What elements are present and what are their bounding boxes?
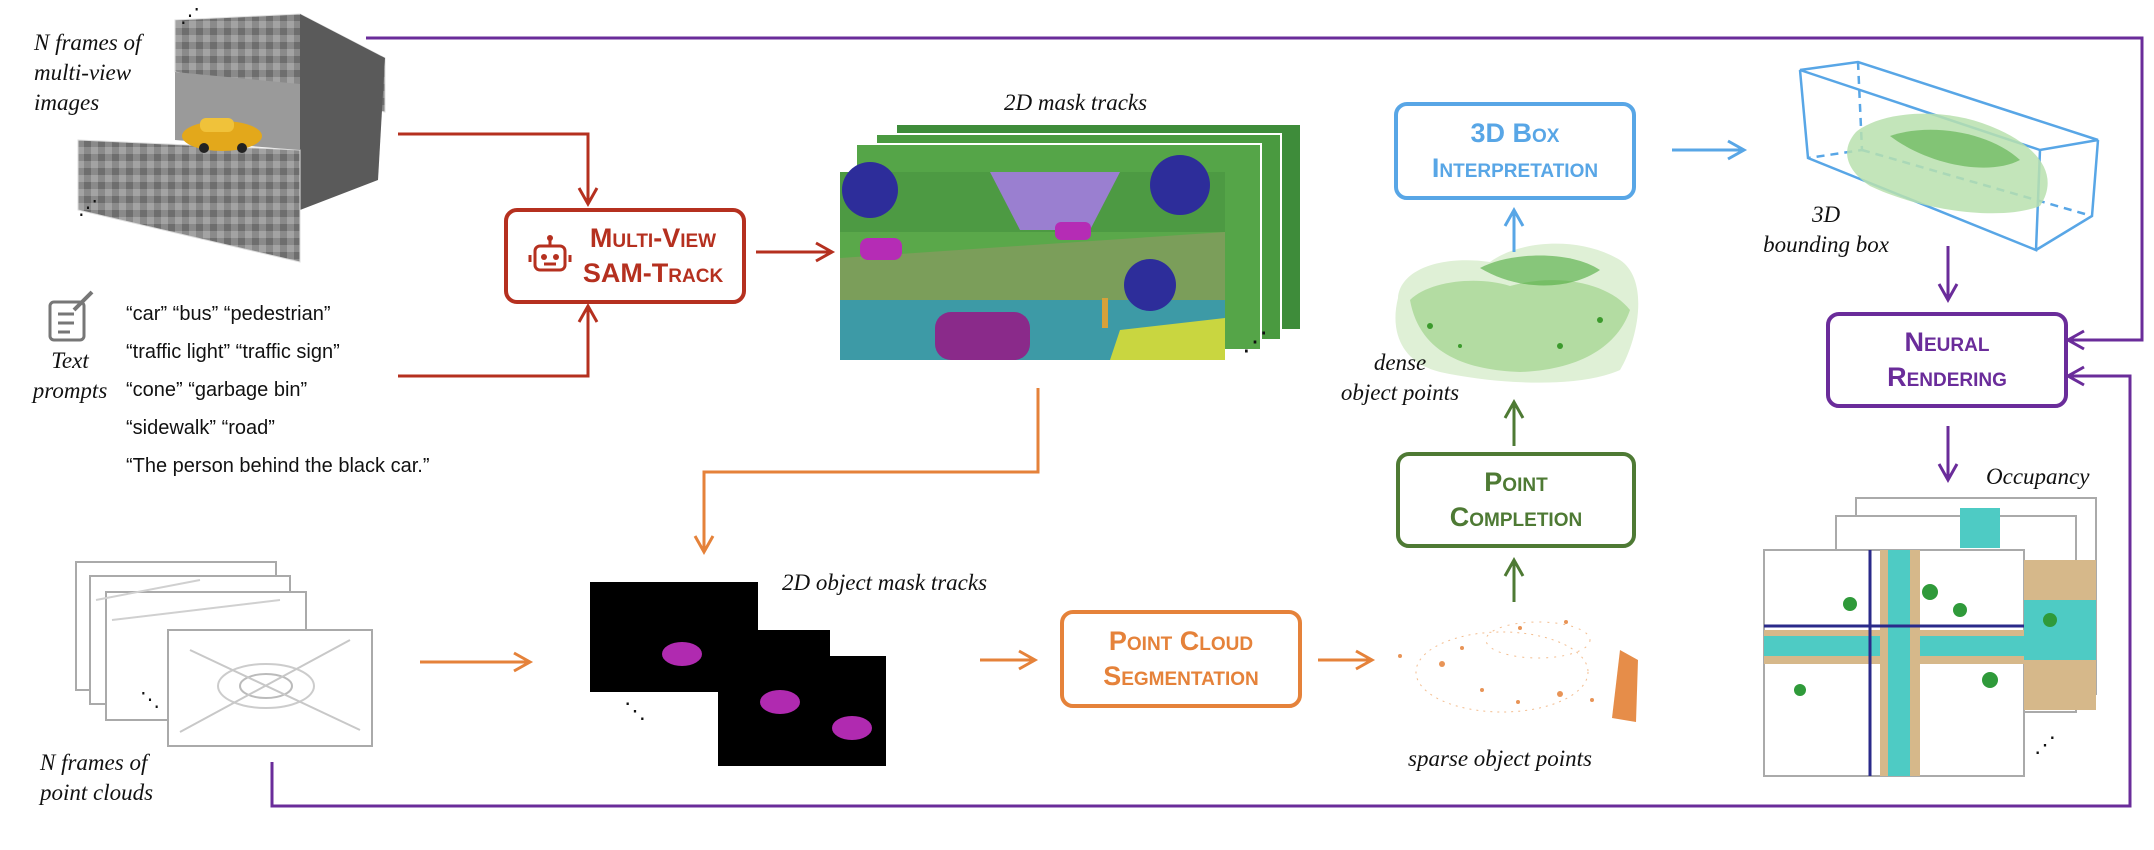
blue-arrows (1503, 139, 1748, 252)
prompt-item: “sidewalk” “road” (126, 417, 275, 439)
module-multiview-samtrack: Multi-View SAM-Track (504, 208, 746, 304)
label-nframes-points: N frames of point clouds (40, 750, 154, 805)
label-mask-tracks: 2D mask tracks (1004, 90, 1148, 115)
purple-arrows (270, 36, 2144, 808)
prompt-item: “The person behind the black car.” (126, 455, 430, 477)
samtrack-line1: Multi-View (589, 223, 717, 253)
module-pointcloud-segmentation: Point Cloud Segmentation (1060, 610, 1302, 708)
label-text-prompts: Text prompts (32, 348, 108, 403)
prompt-item: “traffic light” “traffic sign” (126, 341, 340, 363)
dense-points (1395, 243, 1639, 383)
label-nframes-images: N frames of multi-view images (34, 30, 142, 115)
svg-text:⋰: ⋰ (2034, 732, 2056, 757)
prompt-item: “cone” “garbage bin” (126, 379, 308, 401)
label-bbox: 3D bounding box (1763, 202, 1889, 257)
label-object-mask-tracks: 2D object mask tracks (782, 570, 988, 595)
svg-text:⋰: ⋰ (78, 197, 98, 219)
module-3d-box-interpretation: 3D Box Interpretation (1394, 102, 1636, 200)
module-neural-rendering: Neural Rendering (1826, 312, 2068, 408)
red-arrows (398, 132, 836, 378)
orange-arrows (420, 388, 1376, 673)
multiview-images: ⋰ ⋰ (77, 5, 386, 263)
label-occupancy: Occupancy (1986, 464, 2090, 489)
robot-icon (528, 235, 572, 272)
segmentation-image (840, 155, 1225, 360)
label-sparse-points: sparse object points (1408, 746, 1592, 771)
prompt-item: “car” “bus” “pedestrian” (126, 303, 331, 325)
document-edit-icon (48, 290, 94, 342)
svg-text:⋱: ⋱ (140, 689, 160, 711)
object-mask-tracks: ⋱ (590, 582, 886, 766)
sparse-points (1398, 620, 1638, 722)
svg-text:⋱: ⋱ (624, 698, 646, 723)
samtrack-line2: SAM-Track (582, 258, 724, 288)
point-clouds-stack: ⋱ (75, 561, 373, 747)
bounding-box-3d (1798, 60, 2100, 252)
occupancy-maps: ⋰ (1763, 497, 2097, 777)
taxi-car-icon (182, 118, 262, 153)
label-dense-points: dense object points (1340, 350, 1460, 405)
module-point-completion: Point Completion (1396, 452, 1636, 548)
mask-tracks-stack: ⋰ (840, 123, 1302, 360)
svg-text:⋰: ⋰ (180, 5, 200, 27)
ellipsis-icon: ⋰ (1242, 327, 1268, 356)
prompt-list: “car” “bus” “pedestrian” “traffic light”… (126, 295, 430, 485)
